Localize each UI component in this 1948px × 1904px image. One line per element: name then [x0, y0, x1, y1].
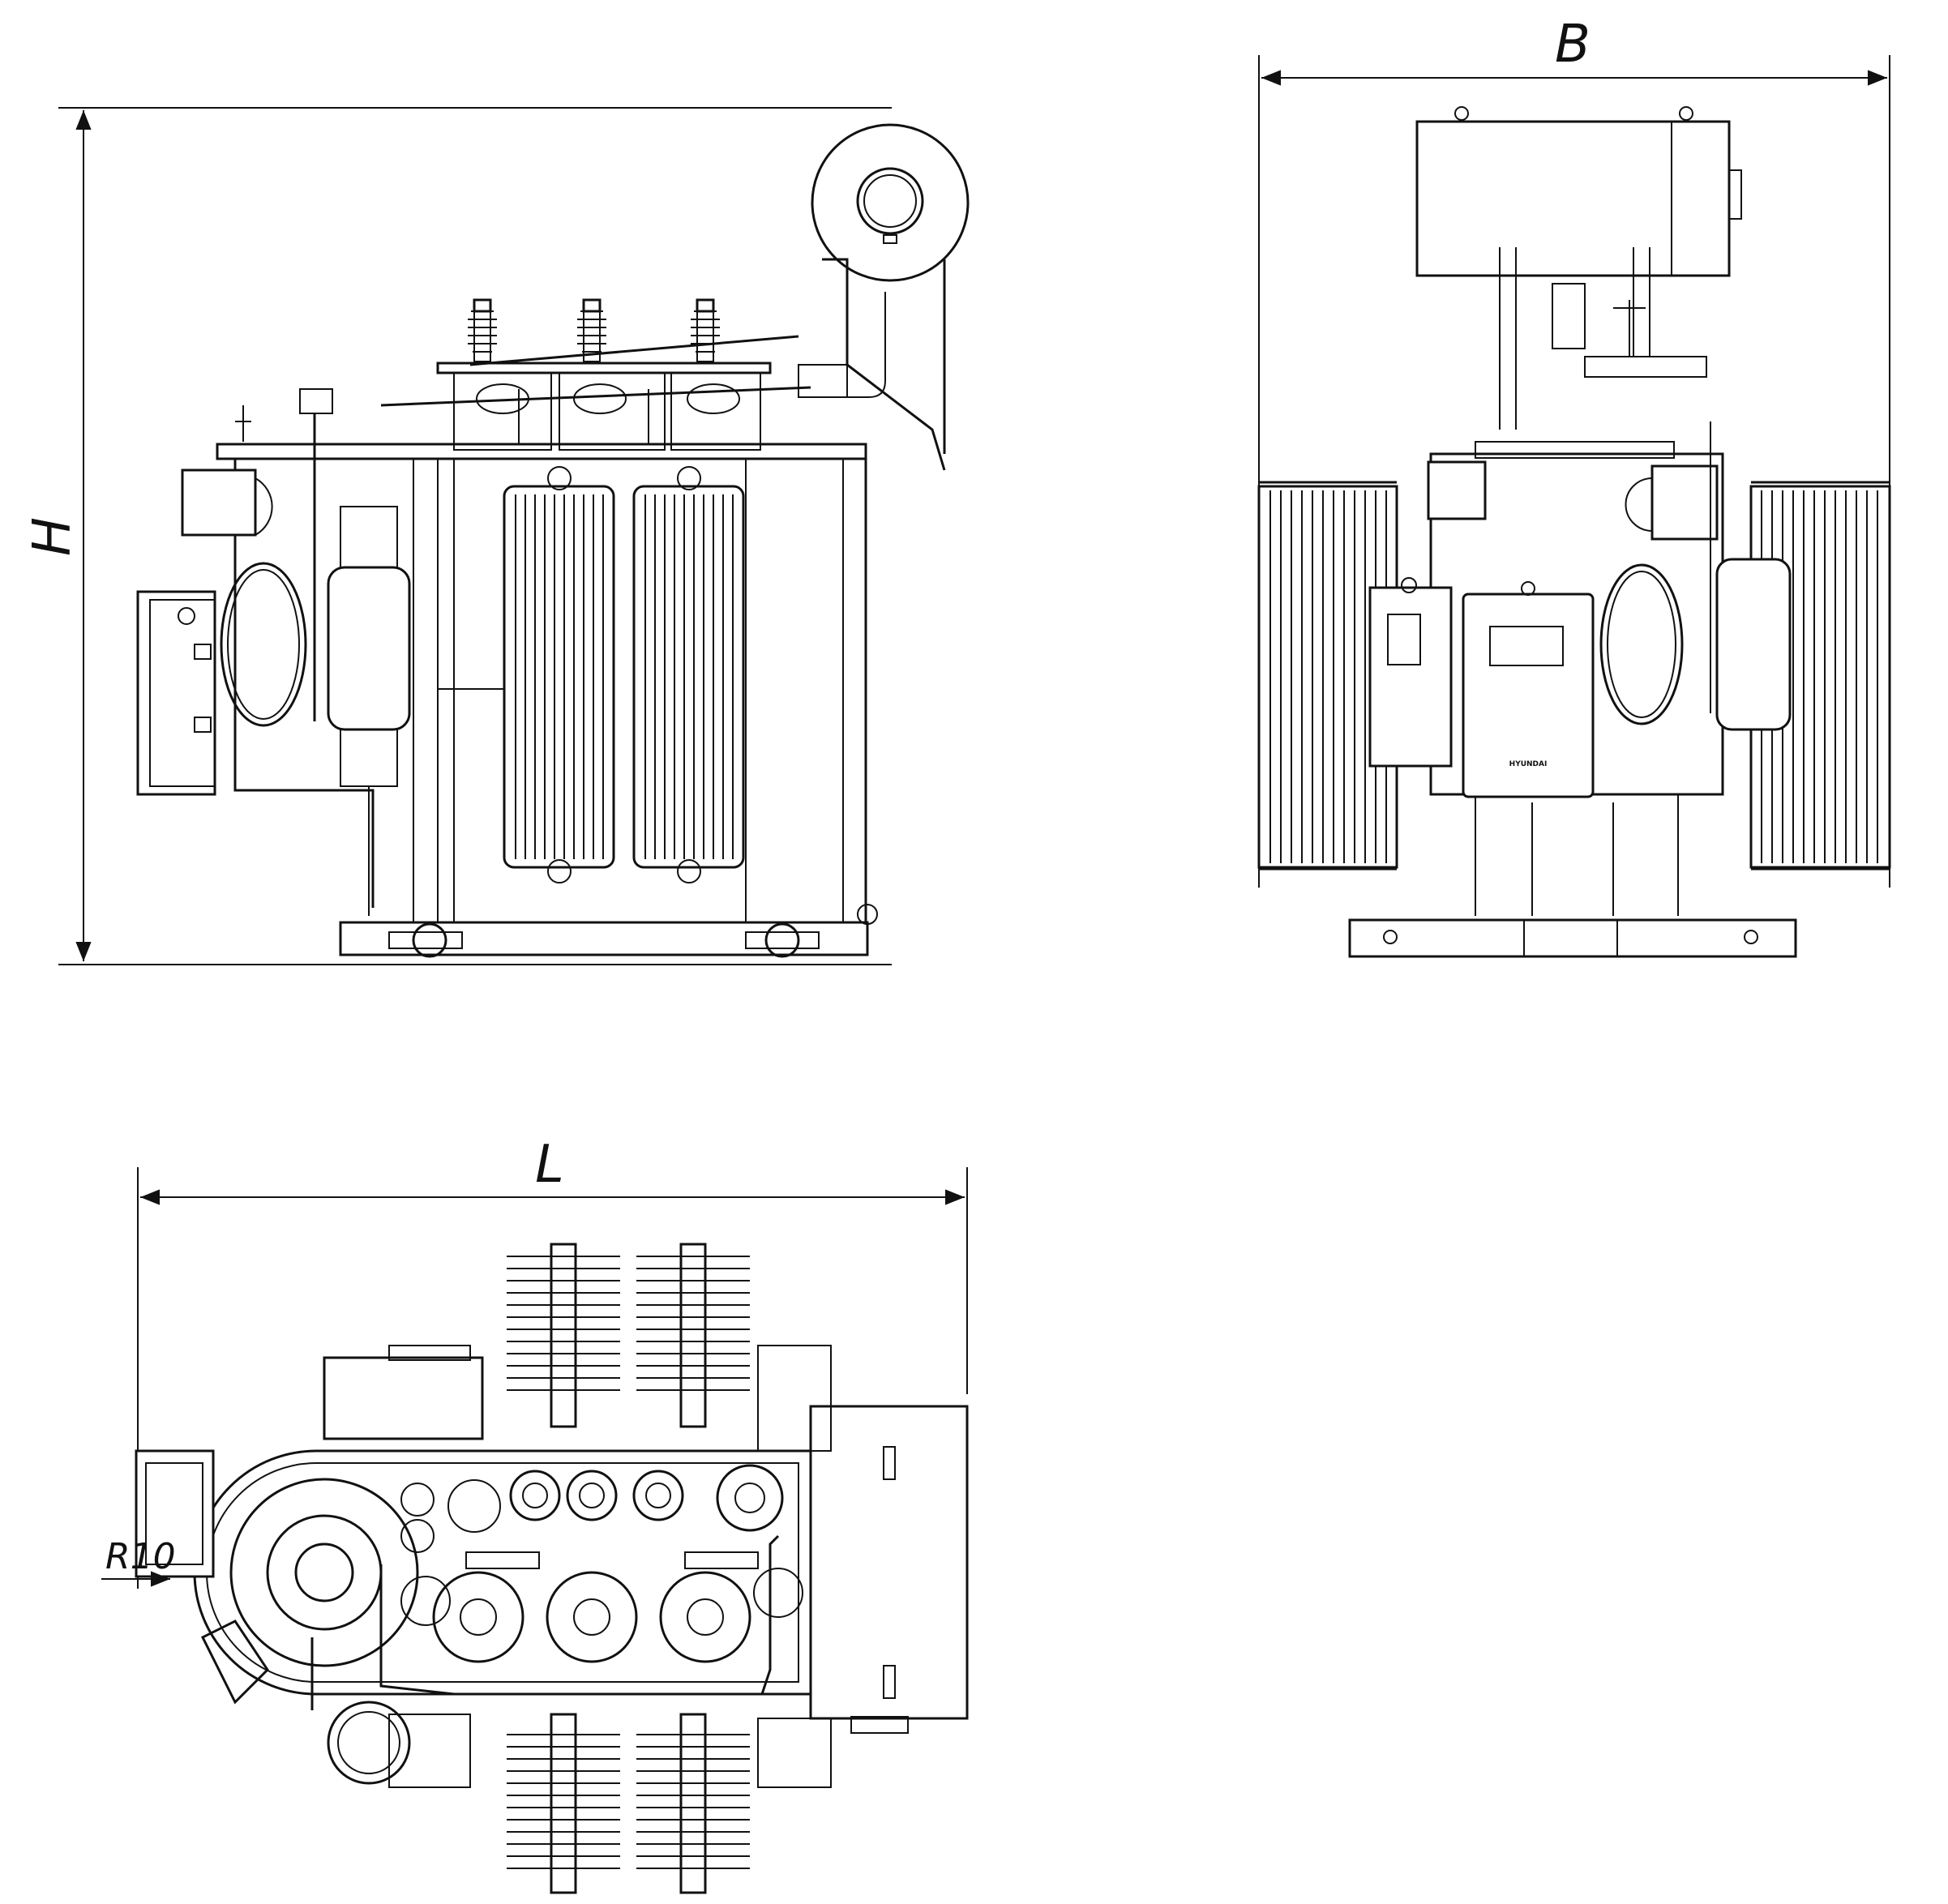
- relay-box: [181, 469, 257, 537]
- width-dimension: B: [1258, 15, 1890, 888]
- control-cabinet: [136, 590, 216, 796]
- front-manhole: [1599, 563, 1684, 725]
- height-dimension: H: [23, 107, 892, 965]
- hv-bushings: [380, 298, 811, 407]
- front-view: B: [1257, 15, 1891, 958]
- hv-bushing-flanges: [432, 1551, 759, 1663]
- top-radiators-upper: [507, 1243, 750, 1428]
- side-view: H: [23, 107, 970, 965]
- side-radiators: [503, 466, 745, 884]
- side-base: [339, 904, 878, 958]
- length-dimension: L: [137, 1135, 968, 1589]
- oil-level-gauge: [327, 1701, 411, 1785]
- side-manhole: [220, 562, 307, 727]
- breather-vessel: [313, 413, 411, 916]
- top-radiators-lower: [507, 1713, 750, 1894]
- tank-cover: [216, 443, 867, 460]
- front-base: [1348, 918, 1797, 958]
- front-aux-cabinet: [1368, 586, 1453, 768]
- length-label: L: [535, 1135, 564, 1195]
- width-label: B: [1555, 15, 1591, 75]
- nameplate-brand: HYUNDAI: [1509, 760, 1548, 768]
- height-label: H: [23, 517, 83, 556]
- cover-flanges: [400, 1464, 803, 1626]
- front-control-cabinet: HYUNDAI: [1462, 581, 1595, 798]
- conservator: [811, 123, 970, 471]
- radius-note: R10: [101, 1536, 176, 1587]
- top-view: L: [101, 1135, 969, 1894]
- tap-changer-head: [229, 1478, 419, 1667]
- radius-label: R10: [105, 1536, 176, 1577]
- front-conservator: [1415, 120, 1731, 277]
- main-tank: [233, 459, 867, 924]
- top-tank-outline: [193, 1449, 812, 1696]
